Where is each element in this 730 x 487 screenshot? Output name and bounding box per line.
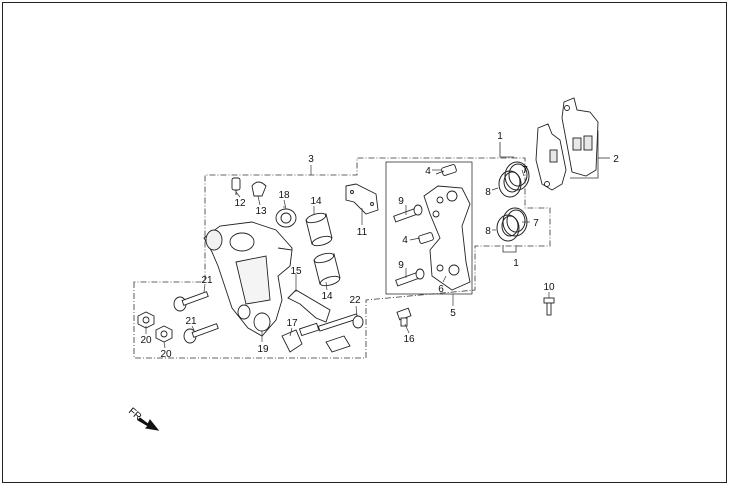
callout-12: 12 (234, 198, 246, 209)
callout-8: 8 (485, 226, 491, 237)
callout-13: 13 (255, 206, 267, 217)
front-direction-marker: FR (126, 406, 160, 431)
cap-12 (231, 177, 241, 195)
screw-10 (543, 297, 555, 316)
callout-20: 20 (160, 349, 172, 360)
callout-2: 2 (613, 154, 619, 165)
callout-16: 16 (403, 334, 415, 345)
callout-7: 7 (522, 165, 528, 176)
callout-10: 10 (543, 282, 555, 293)
piston-seals-lower (496, 207, 528, 242)
caliper-pin (281, 313, 359, 353)
bolt-lower (183, 323, 219, 344)
washer-22 (352, 315, 364, 329)
pad-spring (345, 183, 379, 215)
callout-7: 7 (533, 218, 539, 229)
cap-18 (275, 208, 297, 228)
callout-14: 14 (310, 196, 322, 207)
arrow-icon (137, 417, 160, 431)
callout-1: 1 (497, 131, 503, 142)
piston-seals-upper (498, 161, 530, 198)
leader-lines (145, 165, 550, 349)
piston-lower (313, 252, 341, 287)
boot-17 (325, 335, 351, 353)
callout-15: 15 (290, 266, 302, 277)
callout-labels: 1 1 2 3 4 4 5 6 7 7 8 8 9 9 10 11 12 13 … (140, 131, 619, 360)
callout-8: 8 (485, 187, 491, 198)
slide-pin-lower (395, 268, 425, 287)
slide-pin-upper (393, 204, 423, 223)
callout-4: 4 (425, 166, 431, 177)
callout-11: 11 (357, 227, 368, 238)
brake-pad-front (535, 123, 567, 191)
bracket-group-box (385, 161, 473, 295)
caliper-body (203, 221, 293, 337)
callout-3: 3 (308, 154, 314, 165)
callout-17: 17 (286, 318, 298, 329)
callout-18: 18 (278, 190, 290, 201)
piston-upper (305, 212, 333, 247)
callout-21: 21 (201, 275, 213, 286)
callout-5: 5 (450, 308, 456, 319)
caliper-bracket (423, 185, 471, 291)
leader-1a (499, 142, 514, 158)
callout-9: 9 (398, 260, 404, 271)
callout-14: 14 (321, 291, 333, 302)
nut-lower (155, 325, 173, 343)
assembly-group-outline (133, 157, 551, 359)
bracket-bolt-upper (435, 164, 457, 176)
bleeder-screw (396, 307, 412, 327)
callout-6: 6 (438, 284, 444, 295)
callout-19: 19 (257, 344, 269, 355)
nut-upper (137, 311, 155, 329)
callout-9: 9 (398, 196, 404, 207)
callout-21: 21 (185, 316, 197, 327)
callout-20: 20 (140, 335, 152, 346)
clip-13 (251, 181, 267, 197)
brake-pad-rear (561, 97, 599, 177)
callout-4: 4 (402, 235, 408, 246)
leader-1b (502, 245, 517, 253)
bracket-bolt-lower (418, 232, 434, 244)
callout-22: 22 (349, 295, 361, 306)
bolt-upper (173, 291, 209, 312)
callout-1: 1 (513, 258, 519, 269)
